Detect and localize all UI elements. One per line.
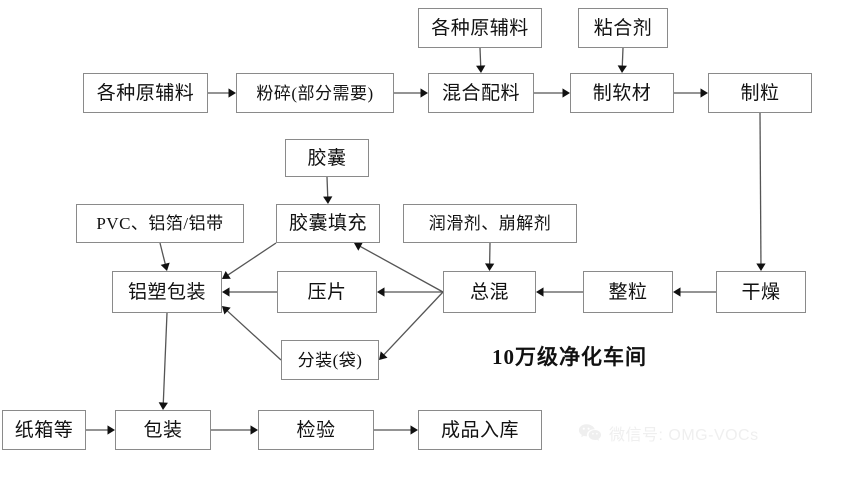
wechat-watermark: 微信号: OMG-VOCs: [578, 421, 759, 445]
node-soft_material: 制软材: [570, 73, 674, 113]
node-label: 制软材: [592, 82, 652, 104]
node-warehousing: 成品入库: [418, 410, 542, 450]
node-label: 压片: [307, 281, 347, 303]
node-drying: 干燥: [716, 271, 806, 313]
node-bagging: 分装(袋): [281, 340, 379, 380]
node-capsule_filling: 胶囊填充: [276, 204, 380, 243]
node-label: 整粒: [608, 281, 648, 303]
node-capsule: 胶囊: [285, 139, 369, 177]
node-label: PVC、铝箔/铝带: [96, 214, 224, 233]
node-lubricant: 润滑剂、崩解剂: [403, 204, 577, 243]
node-label: 各种原辅料: [96, 82, 195, 104]
node-label: 粉碎(部分需要): [256, 83, 374, 103]
node-label: 铝塑包装: [127, 281, 206, 303]
node-label: 包装: [143, 419, 183, 441]
node-binder: 粘合剂: [578, 8, 668, 48]
node-granulating: 制粒: [708, 73, 812, 113]
node-label: 纸箱等: [14, 419, 74, 441]
node-label: 胶囊填充: [288, 213, 367, 234]
node-carton: 纸箱等: [2, 410, 86, 450]
node-mixing_ingredients: 混合配料: [428, 73, 534, 113]
node-crushing: 粉碎(部分需要): [236, 73, 394, 113]
node-total_mixing: 总混: [443, 271, 536, 313]
node-label: 分装(袋): [297, 350, 363, 370]
node-packaging: 包装: [115, 410, 211, 450]
node-label: 粘合剂: [593, 17, 653, 39]
node-label: 干燥: [741, 281, 781, 303]
node-label: 各种原辅料: [431, 17, 529, 39]
node-label: 成品入库: [440, 419, 519, 441]
node-raw_materials_top: 各种原辅料: [418, 8, 542, 48]
node-label: 制粒: [740, 82, 780, 104]
node-label: 润滑剂、崩解剂: [428, 214, 552, 233]
node-inspection: 检验: [258, 410, 374, 450]
node-sizing: 整粒: [583, 271, 673, 313]
node-alu_plastic_pack: 铝塑包装: [112, 271, 222, 313]
node-pvc_foil: PVC、铝箔/铝带: [76, 204, 244, 243]
node-raw_materials_left: 各种原辅料: [83, 73, 208, 113]
node-label: 混合配料: [441, 82, 520, 104]
node-label: 胶囊: [307, 147, 347, 169]
node-tableting: 压片: [277, 271, 377, 313]
node-label: 检验: [296, 419, 336, 441]
node-label: 总混: [469, 281, 509, 303]
watermark-text: 微信号: OMG-VOCs: [609, 427, 759, 444]
wechat-icon: [578, 423, 602, 443]
cleanroom_label: 10万级净化车间: [492, 345, 647, 369]
